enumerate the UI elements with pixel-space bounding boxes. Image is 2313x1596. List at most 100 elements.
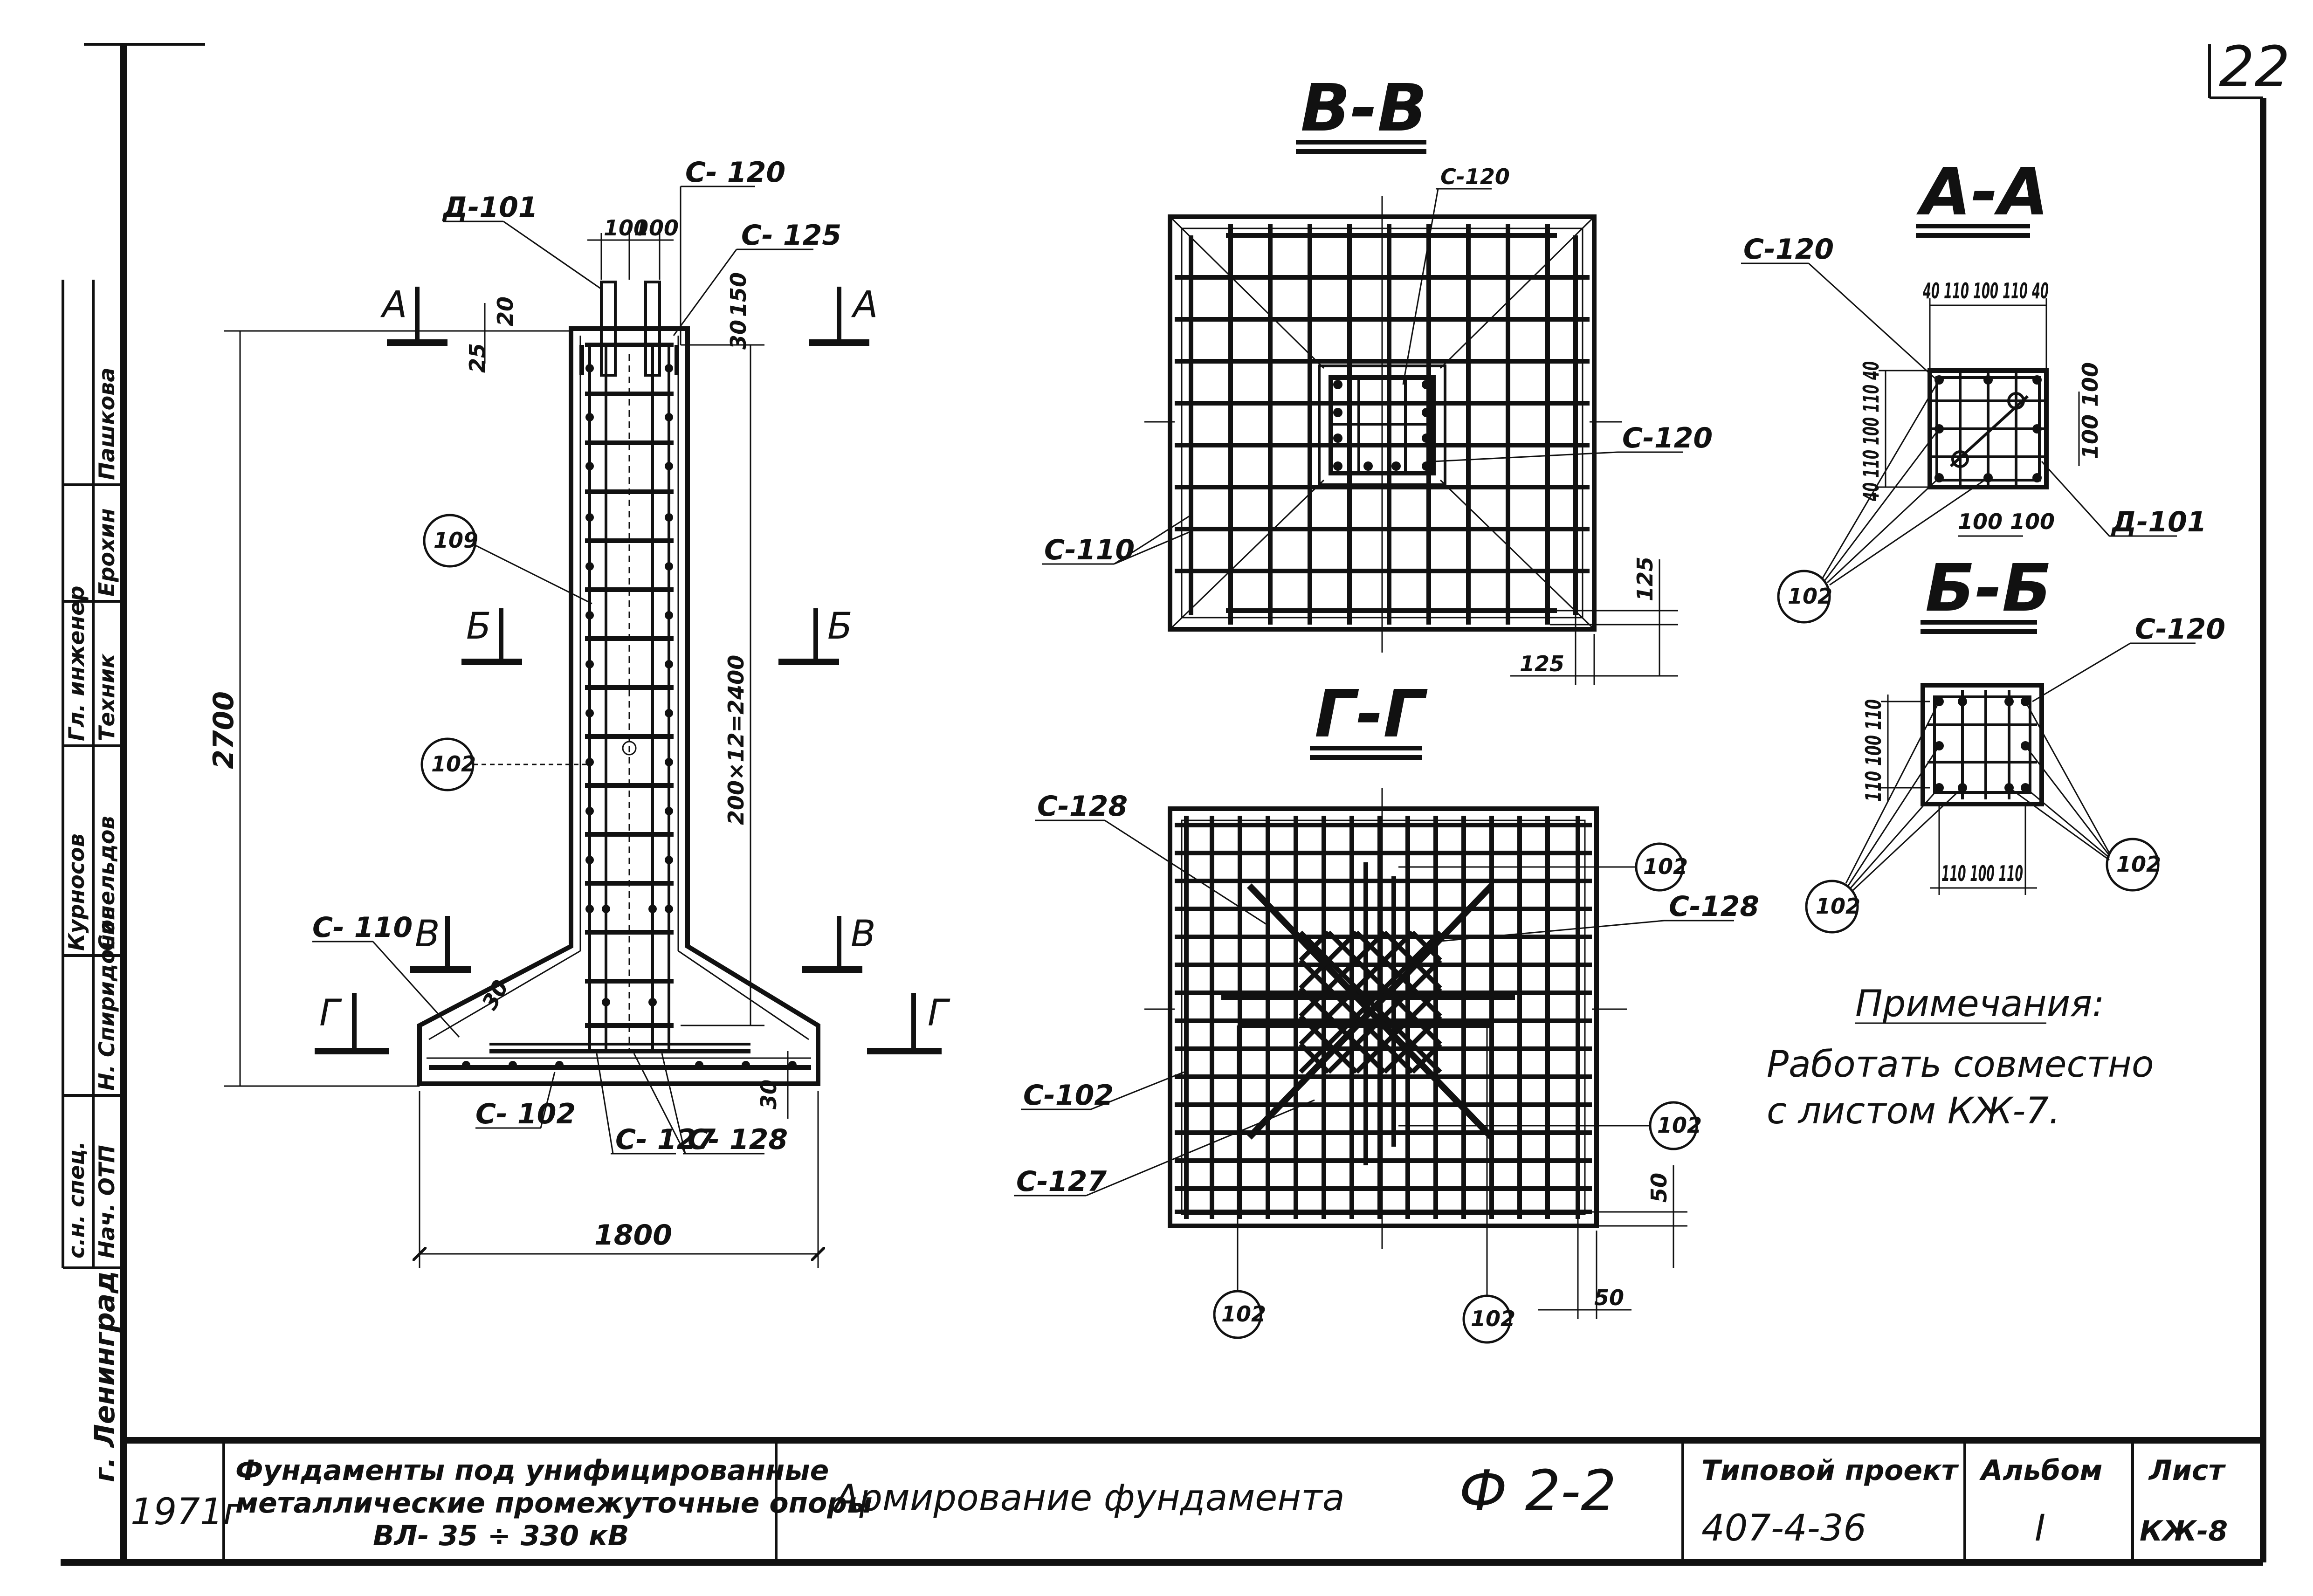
cut-v-right: В xyxy=(851,913,876,955)
vv-c120-top: С-120 xyxy=(1440,164,1510,189)
cut-b-left: Б xyxy=(466,605,491,647)
cut-markers: А А Б Б В В Г Г xyxy=(315,284,950,1054)
dim-25: 25 xyxy=(465,343,490,373)
dim-150: 150 xyxy=(726,272,751,317)
callout-102: 102 xyxy=(431,751,476,777)
title-desc-2: металлические промежуточные опоры xyxy=(235,1487,873,1520)
notes-line-2: с листом КЖ-7. xyxy=(1767,1090,2060,1132)
title-block: 1971г Фундаменты под унифицированные мет… xyxy=(124,1437,2263,1562)
callout-c120: С- 120 xyxy=(685,156,785,189)
stamp-cell-4: Курносов xyxy=(64,833,89,951)
section-aa-title: А-А xyxy=(1916,154,2049,230)
callout-d101: Д-101 xyxy=(442,191,538,224)
cut-a-left: А xyxy=(380,284,407,326)
title-year: 1971г xyxy=(131,1491,243,1533)
section-vv: В-В xyxy=(1042,70,1713,685)
gg-c102: С-102 xyxy=(1023,1079,1114,1112)
stamp-cell-1: с.н. спец. xyxy=(64,1141,89,1259)
gg-dim-50-horiz: 50 xyxy=(1594,1285,1624,1310)
gg-c128-right: С-128 xyxy=(1669,890,1759,923)
aa-102-bubble xyxy=(1777,570,1831,624)
gg-102-a: 102 xyxy=(1643,854,1688,879)
gg-dim-50-vert: 50 xyxy=(1646,1173,1672,1203)
dim-30c: 30 xyxy=(756,1080,781,1109)
callout-c110: С- 110 xyxy=(312,911,413,944)
notes: Примечания: Работать совместно с листом … xyxy=(1767,983,2154,1132)
stamp-cell-9: Пашкова xyxy=(94,368,119,480)
dim-spacing: 200×12=2400 xyxy=(723,655,749,825)
album-value: I xyxy=(2035,1507,2045,1549)
dim-20: 20 xyxy=(493,296,518,326)
bb-dims-left: 110 100 110 xyxy=(1861,699,1886,802)
gg-102-c: 102 xyxy=(1221,1301,1266,1327)
cut-g-right: Г xyxy=(928,992,950,1034)
callout-c128: С- 128 xyxy=(688,1123,788,1156)
aa-dims-bottom: 100 100 xyxy=(1958,509,2055,534)
aa-d101: Д-101 xyxy=(2111,506,2207,538)
bb-102-right-bubble xyxy=(2106,838,2160,892)
vv-dim-125-vert: 125 xyxy=(1632,557,1658,601)
stamp-cell-3: Н. Спиридонов xyxy=(94,906,119,1091)
elevation-view: 2700 200×12=2400 20 25 30 150 100 100 30… xyxy=(207,156,950,1268)
sheet-number: 22 xyxy=(2219,35,2290,100)
drawing-frame xyxy=(61,43,2266,1566)
bb-102-right: 102 xyxy=(2116,852,2161,877)
aa-dims-top: 40 110 100 110 40 xyxy=(1922,278,2049,303)
aa-c120: С-120 xyxy=(1743,233,1834,266)
foundation-outline xyxy=(417,326,820,1086)
callout-109-bubble xyxy=(423,514,477,568)
drawing-title: Армирование фундамента xyxy=(832,1477,1345,1519)
title-desc-1: Фундаменты под унифицированные xyxy=(235,1454,829,1487)
gg-mesh xyxy=(1175,816,1592,1219)
callout-c125: С- 125 xyxy=(741,219,841,252)
section-vv-title: В-В xyxy=(1301,70,1427,146)
aa-102: 102 xyxy=(1788,584,1832,609)
callout-109: 109 xyxy=(434,528,478,553)
bb-dims-bottom: 110 100 110 xyxy=(1941,861,2023,886)
notes-heading: Примечания: xyxy=(1855,983,2104,1025)
stamp-cell-7: Техник xyxy=(94,653,119,741)
sheet-value: КЖ-8 xyxy=(2140,1515,2228,1548)
stamp-cell-8: Ерохин xyxy=(94,508,119,597)
section-aa: А-А 40 110 100 110 40 40 110 100 110 40 … xyxy=(1741,154,2207,624)
stamp-cell-5: Синельдов xyxy=(94,816,119,951)
callout-c127: С- 127 xyxy=(615,1123,716,1156)
dim-30a: 30 xyxy=(726,320,751,350)
gg-102-d: 102 xyxy=(1471,1306,1515,1331)
sheet-label: Лист xyxy=(2148,1454,2226,1487)
section-bb: Б-Б 110 100 110 110 100 110 С-120 102 xyxy=(1805,550,2225,934)
album-label: Альбом xyxy=(1979,1454,2102,1487)
cut-b-right: Б xyxy=(827,605,853,647)
gg-c128-left: С-128 xyxy=(1037,790,1128,823)
vv-c120-right: С-120 xyxy=(1622,422,1713,454)
project-value: 407-4-36 xyxy=(1701,1507,1866,1549)
section-bb-title: Б-Б xyxy=(1925,550,2052,626)
side-stamp: с.н. спец. Нач. ОТП Н. Спиридонов Курнос… xyxy=(62,280,124,1482)
cut-a-right: А xyxy=(851,284,878,326)
aa-dims-left: 40 110 100 110 40 xyxy=(1859,361,1884,502)
cut-v-left: В xyxy=(415,913,440,955)
gg-c127: С-127 xyxy=(1016,1165,1107,1198)
stamp-cell-6: Гл. инженер xyxy=(64,586,89,741)
section-gg: Г-Г xyxy=(1014,676,1759,1344)
cut-g-left: Г xyxy=(319,992,342,1034)
bb-102-left-bubble xyxy=(1805,880,1859,934)
stamp-city: г. Ленинград xyxy=(89,1271,121,1482)
dim-height: 2700 xyxy=(207,691,240,769)
bb-102-left: 102 xyxy=(1816,894,1860,919)
vv-dim-125-horiz: 125 xyxy=(1520,651,1564,676)
title-desc-3: ВЛ- 35 ÷ 330 кВ xyxy=(373,1520,629,1552)
dim-top-100b: 100 xyxy=(634,215,679,241)
bb-c120: С-120 xyxy=(2135,613,2225,646)
drawing-mark: Ф 2-2 xyxy=(1459,1459,1616,1524)
aa-dim-right: 100 100 xyxy=(2078,362,2103,459)
dim-top-100a: 100 xyxy=(604,215,648,241)
section-gg-title: Г-Г xyxy=(1315,676,1428,752)
dim-width: 1800 xyxy=(594,1219,672,1252)
notes-line-1: Работать совместно xyxy=(1767,1044,2154,1086)
gg-102-b: 102 xyxy=(1657,1113,1702,1138)
stamp-cell-2: Нач. ОТП xyxy=(94,1145,119,1259)
project-label: Типовой проект xyxy=(1701,1454,1959,1487)
callout-c102: С- 102 xyxy=(475,1098,576,1130)
